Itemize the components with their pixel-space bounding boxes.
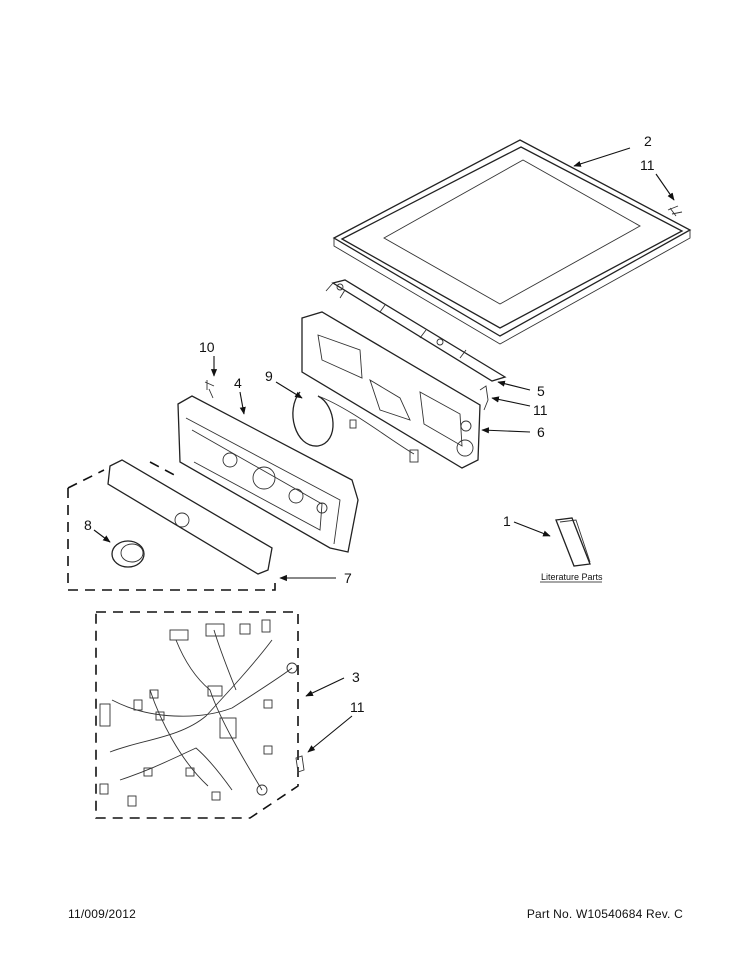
footer-date: 11/009/2012	[68, 907, 137, 921]
callout-6: 6	[537, 424, 545, 440]
callout-11-top: 11	[640, 157, 655, 173]
screw-part-11-low	[295, 755, 305, 773]
control-console-part	[177, 395, 359, 553]
callout-1: 1	[503, 513, 511, 529]
screw-part-10	[204, 380, 215, 399]
callout-11-mid: 11	[533, 402, 548, 418]
console-panel-part	[67, 459, 276, 591]
leader-lines	[93, 147, 675, 753]
footer-part-number: Part No. W10540684 Rev. C	[526, 907, 683, 921]
console-rear-panel-part	[301, 311, 481, 469]
callout-10: 10	[199, 339, 215, 355]
callout-8: 8	[84, 517, 92, 533]
callout-2: 2	[644, 133, 652, 149]
console-bracket-part	[325, 279, 507, 382]
literature-parts-label: Literature Parts	[541, 572, 603, 582]
screw-part-11-top	[667, 205, 683, 217]
literature-booklet-part	[555, 517, 591, 567]
top-panel-part	[332, 139, 692, 345]
callout-11-low: 11	[350, 699, 365, 715]
harness-ring-part	[292, 391, 419, 463]
main-harness-part	[95, 611, 299, 819]
callout-7: 7	[344, 570, 352, 586]
callout-3: 3	[352, 669, 360, 685]
callout-5: 5	[537, 383, 545, 399]
knob-part	[111, 540, 145, 568]
screw-part-11-mid	[479, 385, 489, 411]
callout-9: 9	[265, 368, 273, 384]
callout-4: 4	[234, 375, 242, 391]
